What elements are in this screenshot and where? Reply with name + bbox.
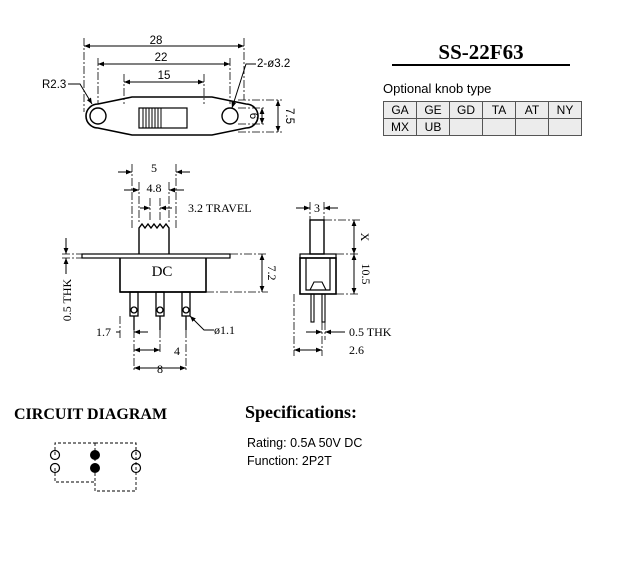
side-knob bbox=[309, 219, 325, 255]
dim-pin-pitch: 4 bbox=[174, 344, 180, 358]
circuit-contact bbox=[49, 462, 61, 474]
knob-cell: UB bbox=[416, 118, 450, 136]
knob-row: MX UB bbox=[383, 118, 582, 136]
circuit-contact-common bbox=[90, 450, 100, 460]
circuit-diagram-title: CIRCUIT DIAGRAM bbox=[14, 406, 168, 423]
front-pins bbox=[129, 291, 191, 330]
dim-mount-holes: 2-ø3.2 bbox=[257, 58, 290, 70]
knob-cell-empty bbox=[449, 118, 483, 136]
part-number-title: SS-22F63 bbox=[438, 40, 524, 64]
circuit-diagram bbox=[49, 442, 142, 492]
top-view bbox=[68, 38, 282, 136]
side-view bbox=[293, 202, 360, 356]
front-view bbox=[62, 164, 268, 372]
mount-hole-left bbox=[89, 107, 107, 125]
knob-cell-empty bbox=[515, 118, 549, 136]
dim-side-knob-width: 3 bbox=[314, 201, 320, 215]
title-underline bbox=[392, 64, 570, 66]
dim-side-width: 2.6 bbox=[349, 343, 364, 357]
side-body-inner bbox=[305, 258, 331, 291]
dim-body-height: 7.2 bbox=[265, 266, 279, 281]
dim-inner-height: 6 bbox=[247, 113, 259, 119]
front-mount-plate bbox=[81, 253, 231, 259]
knob-row: GA GE GD TA AT NY bbox=[383, 101, 582, 119]
front-knob bbox=[138, 222, 170, 254]
side-pin-left bbox=[310, 293, 315, 323]
knob-cell: MX bbox=[383, 118, 417, 136]
circuit-contact bbox=[49, 449, 61, 461]
knob-cell-empty bbox=[482, 118, 516, 136]
dim-lug-radius: R2.3 bbox=[42, 79, 66, 91]
specifications-title: Specifications: bbox=[245, 402, 357, 422]
dim-knob-width: 5 bbox=[151, 161, 157, 175]
knob-cell: NY bbox=[548, 101, 582, 119]
knob-cell: GA bbox=[383, 101, 417, 119]
top-view-outline bbox=[85, 96, 259, 136]
dim-plate-thickness: 0.5 THK bbox=[60, 278, 74, 321]
mount-hole-right bbox=[221, 107, 239, 125]
dim-outer-height: 7.5 bbox=[283, 108, 295, 124]
circuit-contact bbox=[130, 462, 142, 474]
dim-pin-span: 8 bbox=[157, 362, 163, 376]
body-mark: DC bbox=[152, 264, 173, 280]
dim-mount-spacing: 22 bbox=[155, 52, 168, 64]
knob-top bbox=[138, 107, 188, 129]
knob-ribs bbox=[142, 108, 162, 128]
knob-cell: AT bbox=[515, 101, 549, 119]
knob-type-label: Optional knob type bbox=[383, 81, 492, 96]
dim-side-body-height: 10.5 bbox=[359, 264, 373, 285]
dim-pin-diameter: ø1.1 bbox=[214, 323, 235, 337]
dim-travel: 3.2 TRAVEL bbox=[188, 201, 252, 215]
dim-side-thickness: 0.5 THK bbox=[349, 325, 392, 339]
dim-side-knob-height: X bbox=[358, 233, 372, 242]
dim-pin-offset: 1.7 bbox=[96, 325, 111, 339]
circuit-contact bbox=[130, 449, 142, 461]
dim-knob-inner: 4.8 bbox=[147, 181, 162, 195]
knob-cell-empty bbox=[548, 118, 582, 136]
spec-function: Function: 2P2T bbox=[247, 454, 332, 468]
circuit-contact-common bbox=[90, 463, 100, 473]
dim-overall-length: 28 bbox=[150, 35, 163, 47]
spec-rating: Rating: 0.5A 50V DC bbox=[247, 436, 363, 450]
knob-type-table: GA GE GD TA AT NY MX UB bbox=[383, 101, 582, 136]
side-pin-right bbox=[321, 293, 326, 323]
dim-body-length: 15 bbox=[158, 70, 171, 82]
side-body bbox=[299, 257, 337, 295]
